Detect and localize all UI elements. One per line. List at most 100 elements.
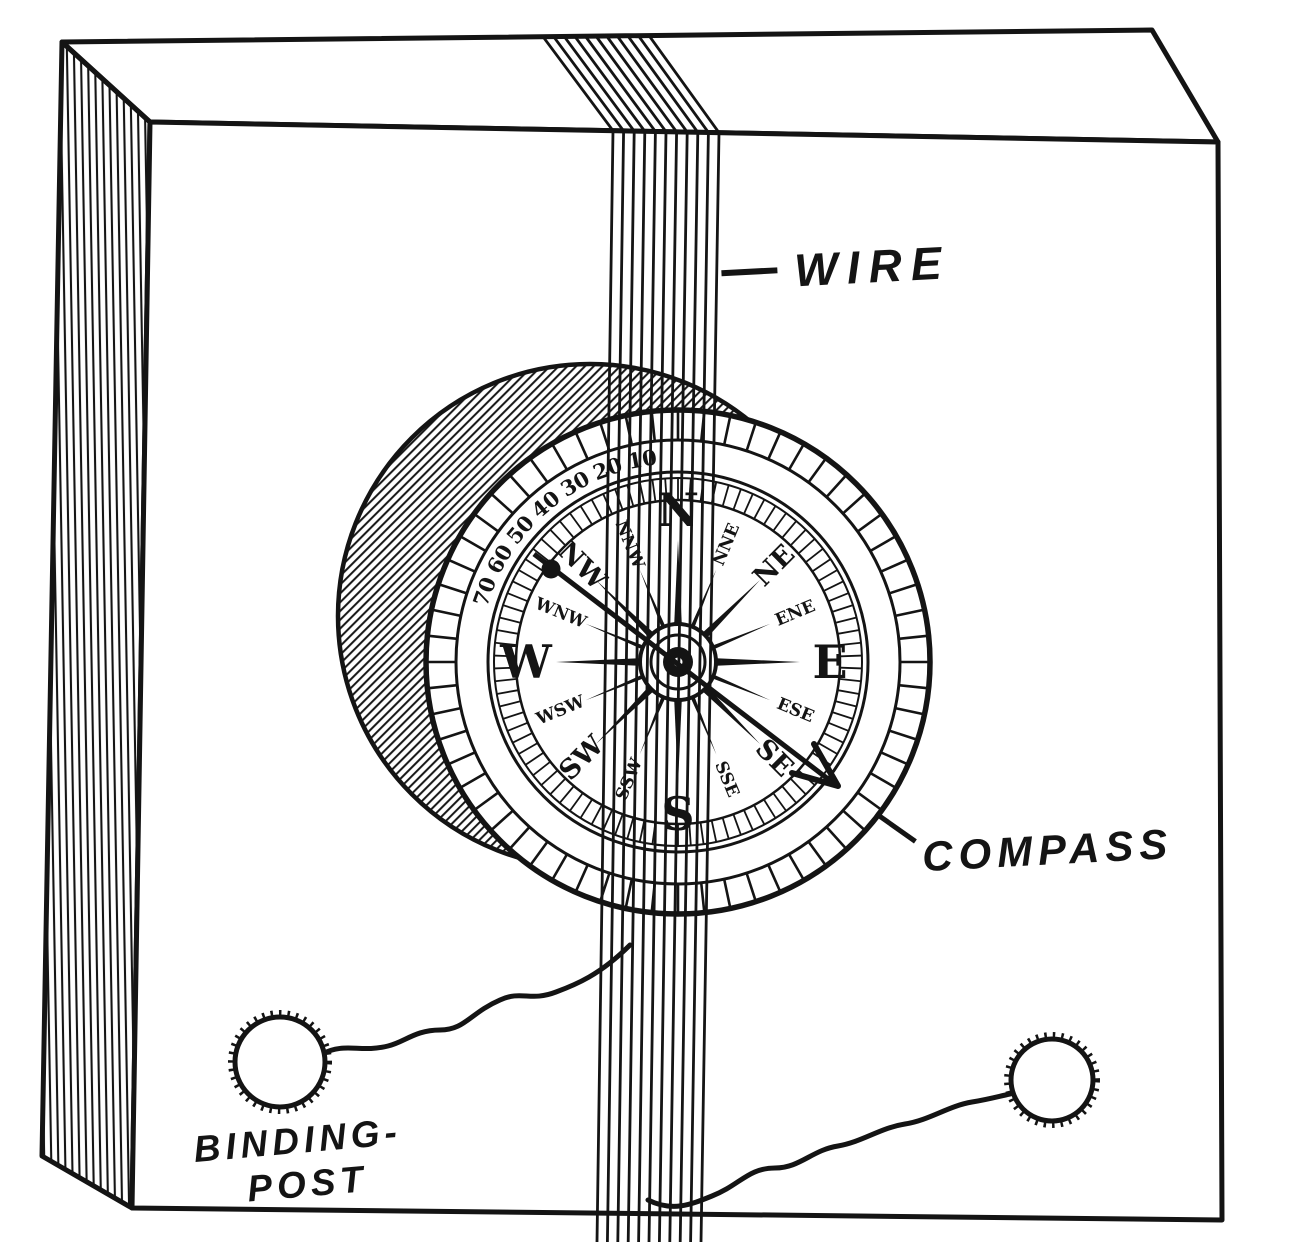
fine-tick: [828, 722, 849, 732]
ladder-tick: [842, 492, 867, 515]
compass-fine-ticks: [494, 478, 862, 846]
degree-number-10: 10: [626, 444, 659, 474]
ladder-tick: [447, 751, 476, 766]
ladder-tick: [898, 683, 929, 690]
fine-tick: [499, 616, 521, 624]
fine-tick: [732, 488, 742, 510]
ladder-tick: [767, 864, 782, 893]
fine-tick: [840, 654, 862, 658]
fine-tick: [590, 499, 603, 519]
fine-tick: [828, 592, 849, 602]
fine-tick: [559, 786, 574, 804]
ladder-tick: [722, 878, 732, 909]
ladder-tick: [894, 706, 925, 716]
fine-tick: [711, 821, 718, 843]
fine-tick: [688, 478, 692, 500]
ladder-tick: [787, 853, 806, 881]
ladder-tick: [574, 864, 589, 893]
ladder-tick: [807, 457, 828, 484]
ladder-tick: [508, 473, 531, 498]
fine-tick: [763, 505, 777, 525]
fine-tick: [743, 493, 754, 514]
fine-tick: [494, 678, 516, 683]
fine-tick: [840, 641, 862, 646]
fine-tick: [790, 529, 807, 546]
wire-band-strand: [594, 35, 668, 1242]
ladder-tick: [869, 771, 897, 790]
ladder-tick: [508, 826, 531, 851]
fine-tick: [812, 558, 832, 572]
ladder-tick: [869, 534, 897, 553]
ladder-tick: [624, 878, 634, 909]
ladder-tick: [722, 415, 732, 446]
ladder-tick: [856, 512, 883, 533]
fine-tick: [579, 505, 593, 525]
wire-band-strand: [647, 34, 721, 1242]
ladder-tick: [745, 872, 758, 903]
fine-tick: [732, 814, 742, 836]
fine-tick: [602, 810, 613, 831]
fine-tick: [818, 742, 838, 755]
ladder-tick: [825, 826, 848, 851]
ladder-tick: [888, 729, 919, 742]
fine-tick: [832, 711, 854, 720]
wire-band-strand: [616, 35, 689, 1242]
fine-tick: [494, 654, 516, 658]
binding-post-right: [1004, 1032, 1100, 1128]
fine-tick: [838, 629, 860, 635]
fine-tick: [763, 799, 777, 819]
fine-tick: [499, 700, 521, 708]
ladder-tick: [437, 582, 468, 595]
ladder-tick: [856, 791, 883, 812]
fine-tick: [818, 569, 838, 582]
ladder-tick: [427, 683, 458, 690]
lead-wires: [319, 942, 1013, 1209]
fine-tick: [532, 548, 551, 563]
needle-arrowhead: [789, 741, 841, 789]
lead-wire-left: [319, 942, 633, 1057]
fine-tick: [722, 484, 730, 506]
fine-tick: [743, 810, 754, 831]
ladder-tick: [842, 809, 867, 832]
fine-tick: [540, 770, 558, 786]
ladder-tick: [427, 634, 458, 641]
fine-tick: [507, 722, 528, 732]
fine-tick: [524, 752, 544, 766]
fine-tick: [590, 805, 603, 825]
ladder-tick: [550, 443, 569, 471]
ladder-tick: [459, 534, 487, 553]
compass-needle: [532, 552, 841, 789]
fine-tick: [579, 799, 593, 819]
wire-label: WIRE: [793, 236, 952, 296]
fine-tick: [569, 512, 583, 531]
fine-tick: [790, 778, 807, 795]
fine-tick: [496, 689, 518, 695]
compass-ladder-ticks: [426, 410, 930, 914]
wire-annotation: WIRE: [721, 236, 952, 296]
ladder-tick: [880, 751, 909, 766]
fine-tick: [502, 711, 524, 720]
wire-band-strand: [573, 35, 647, 1242]
wire-leader-line: [721, 267, 778, 277]
ladder-tick: [699, 882, 706, 913]
ladder-tick: [473, 512, 500, 533]
fine-tick: [782, 520, 797, 538]
compass-leader-line: [874, 811, 917, 844]
fine-tick: [638, 821, 645, 843]
ladder-tick: [787, 443, 806, 471]
fine-tick: [569, 793, 583, 812]
fine-tick: [773, 512, 787, 531]
ladder-tick: [473, 791, 500, 812]
wire-band-strand: [584, 35, 657, 1242]
fine-tick: [753, 499, 766, 519]
binding-posts: [228, 1010, 1100, 1128]
ladder-tick: [767, 431, 782, 460]
fine-tick: [840, 666, 862, 670]
ladder-tick: [489, 492, 514, 515]
fine-tick: [518, 742, 538, 755]
ladder-tick: [459, 771, 487, 790]
fine-tick: [532, 761, 551, 776]
fine-tick: [688, 824, 692, 846]
wire-band-strand: [637, 34, 710, 1242]
